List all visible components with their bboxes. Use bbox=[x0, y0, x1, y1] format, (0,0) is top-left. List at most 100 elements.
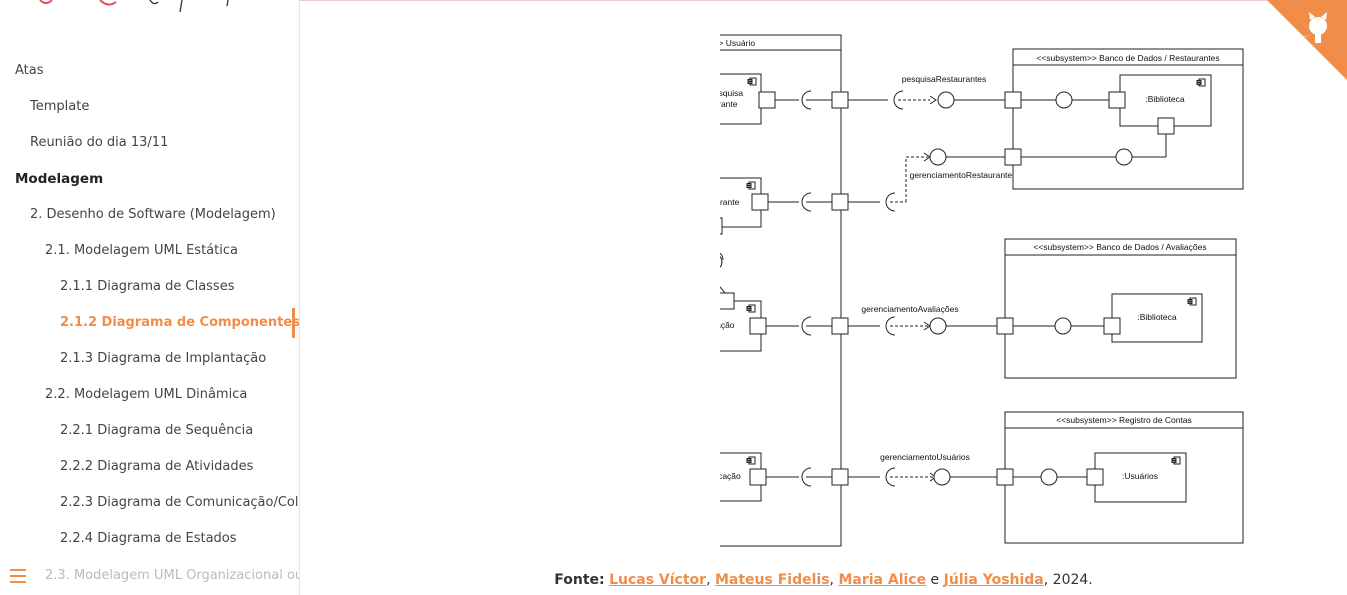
port-square bbox=[996, 317, 1014, 335]
provided-interface-circle bbox=[937, 91, 955, 109]
caption-sep: , bbox=[829, 572, 834, 588]
sidebar-item-uml-dinamica[interactable]: 2.2. Modelagem UML Dinâmica bbox=[45, 387, 248, 402]
provided-interface-circle bbox=[1055, 91, 1073, 109]
port-square bbox=[831, 91, 849, 109]
component-avaliacao-label: :Avaliação bbox=[720, 320, 735, 330]
port-square bbox=[749, 468, 767, 486]
sidebar-item-diagrama-comunicacao[interactable]: 2.2.3 Diagrama de Comunicação/Cola... bbox=[60, 495, 300, 510]
port-square bbox=[758, 91, 776, 109]
sidebar-item-diagrama-estados[interactable]: 2.2.4 Diagrama de Estados bbox=[60, 531, 237, 546]
component-glyph-icon bbox=[1196, 82, 1202, 85]
active-indicator bbox=[292, 308, 295, 338]
sidebar: Atas Template Reunião do dia 13/11 Model… bbox=[0, 0, 300, 595]
figure-caption: Fonte: Lucas Víctor, Mateus Fidelis, Mar… bbox=[300, 572, 1347, 588]
provided-interface-circle bbox=[1040, 468, 1058, 486]
provided-interface-circle bbox=[720, 255, 723, 269]
component-glyph-icon bbox=[1196, 80, 1202, 83]
subsystem-contas-title: <<subsystem>> Registro de Contas bbox=[1056, 415, 1192, 425]
provided-interface-circle bbox=[929, 317, 947, 335]
component-glyph-icon bbox=[746, 460, 752, 463]
provided-interface-circle bbox=[933, 468, 951, 486]
required-interface-socket bbox=[885, 316, 896, 336]
required-interface-socket bbox=[801, 90, 812, 110]
sidebar-item-atas[interactable]: Atas bbox=[15, 63, 44, 78]
port-square bbox=[831, 468, 849, 486]
component-biblioteca-rest-label: :Biblioteca bbox=[1145, 94, 1184, 104]
subsystem-usuario-title: <<subsystem>> Usuário bbox=[720, 38, 755, 48]
link-pesquisa-label: pesquisaRestaurantes bbox=[902, 74, 987, 84]
component-restaurante-label: :Restaurante bbox=[720, 197, 740, 207]
component-glyph-icon bbox=[1187, 301, 1193, 304]
component-barra-label-2: por Restaurante bbox=[720, 99, 738, 109]
sidebar-item-diagrama-sequencia[interactable]: 2.2.1 Diagrama de Sequência bbox=[60, 423, 254, 438]
subsystem-avaliacoes-title: <<subsystem>> Banco de Dados / Avaliaçõe… bbox=[1033, 242, 1206, 252]
main-content: <<subsystem>> Usuário:Barra de Pesquisap… bbox=[300, 0, 1347, 595]
port-square bbox=[751, 193, 769, 211]
component-biblioteca-avaliacoes bbox=[1111, 293, 1203, 343]
component-glyph-icon bbox=[1187, 299, 1193, 302]
subsystem-restaurantes-title: <<subsystem>> Banco de Dados / Restauran… bbox=[1036, 53, 1219, 63]
top-border bbox=[0, 0, 1347, 1]
provided-interface-circle bbox=[1115, 148, 1133, 166]
caption-label: Fonte: bbox=[554, 572, 605, 588]
component-glyph-icon bbox=[1171, 460, 1177, 463]
port-square bbox=[1108, 91, 1126, 109]
component-glyph-icon bbox=[746, 306, 752, 309]
link-ger-usu-label: gerenciamentoUsuários bbox=[880, 452, 970, 462]
port-square bbox=[831, 193, 849, 211]
sidebar-item-uml-organizacional[interactable]: 2.3. Modelagem UML Organizacional ou ... bbox=[45, 568, 300, 583]
port-square bbox=[1004, 91, 1022, 109]
port-square bbox=[1004, 148, 1022, 166]
port-square bbox=[831, 317, 849, 335]
component-glyph-icon bbox=[746, 183, 752, 186]
port-square bbox=[749, 317, 767, 335]
sidebar-item-diagrama-implantacao[interactable]: 2.1.3 Diagrama de Implantação bbox=[60, 351, 267, 366]
github-octocat-icon bbox=[1300, 12, 1327, 43]
port-square bbox=[720, 217, 723, 235]
logo-fragment bbox=[39, 0, 229, 13]
component-glyph-icon bbox=[747, 81, 753, 84]
sidebar-item-diagrama-classes[interactable]: 2.1.1 Diagrama de Classes bbox=[60, 279, 235, 294]
component-glyph-icon bbox=[1171, 458, 1177, 461]
component-glyph-icon bbox=[746, 308, 752, 311]
component-usuarios-label: :Usuários bbox=[1122, 471, 1158, 481]
required-interface-socket bbox=[801, 192, 812, 212]
port-square bbox=[1157, 117, 1175, 135]
hamburger-menu-icon[interactable] bbox=[10, 569, 26, 583]
sidebar-item-reuniao[interactable]: Reunião do dia 13/11 bbox=[30, 135, 169, 150]
link-ger-rest-label: gerenciamentoRestaurantes bbox=[910, 170, 1017, 180]
sidebar-item-uml-estatica[interactable]: 2.1. Modelagem UML Estática bbox=[45, 243, 238, 258]
required-interface-socket bbox=[801, 316, 812, 336]
component-barra-label-1: :Barra de Pesquisa bbox=[720, 88, 743, 98]
dashed-arrow-head bbox=[929, 95, 937, 105]
caption-year: , 2024. bbox=[1043, 572, 1093, 588]
port-square bbox=[996, 468, 1014, 486]
provided-interface-circle bbox=[1054, 317, 1072, 335]
port-square bbox=[1086, 468, 1104, 486]
link-ger-aval-label: gerenciamentoAvaliações bbox=[861, 304, 958, 314]
github-corner-link[interactable] bbox=[1267, 0, 1347, 80]
required-interface-socket bbox=[893, 90, 904, 110]
component-glyph-icon bbox=[746, 185, 752, 188]
author-link-mateus[interactable]: Mateus Fidelis bbox=[714, 572, 830, 588]
component-diagram: <<subsystem>> Usuário:Barra de Pesquisap… bbox=[720, 34, 1244, 547]
author-link-julia[interactable]: Júlia Yoshida bbox=[943, 572, 1044, 588]
sidebar-item-diagrama-atividades[interactable]: 2.2.2 Diagrama de Atividades bbox=[60, 459, 254, 474]
caption-sep: , bbox=[706, 572, 711, 588]
github-corner-background bbox=[1267, 0, 1347, 80]
author-link-maria[interactable]: Maria Alice bbox=[838, 572, 927, 588]
component-biblioteca-aval-label: :Biblioteca bbox=[1137, 312, 1176, 322]
required-interface-socket bbox=[801, 467, 812, 487]
sidebar-item-modelagem[interactable]: Modelagem bbox=[15, 171, 104, 187]
required-interface-socket bbox=[885, 192, 896, 212]
sidebar-item-template[interactable]: Template bbox=[30, 99, 90, 114]
sidebar-item-diagrama-componentes[interactable]: 2.1.2 Diagrama de Componentes bbox=[60, 315, 300, 330]
sidebar-item-desenho-software[interactable]: 2. Desenho de Software (Modelagem) bbox=[30, 207, 276, 222]
component-glyph-icon bbox=[747, 79, 753, 82]
component-glyph-icon bbox=[746, 458, 752, 461]
port-square bbox=[720, 292, 735, 310]
author-link-lucas[interactable]: Lucas Víctor bbox=[609, 572, 707, 588]
port-square bbox=[1103, 317, 1121, 335]
required-interface-socket bbox=[885, 467, 896, 487]
component-usuarios bbox=[1094, 452, 1187, 503]
